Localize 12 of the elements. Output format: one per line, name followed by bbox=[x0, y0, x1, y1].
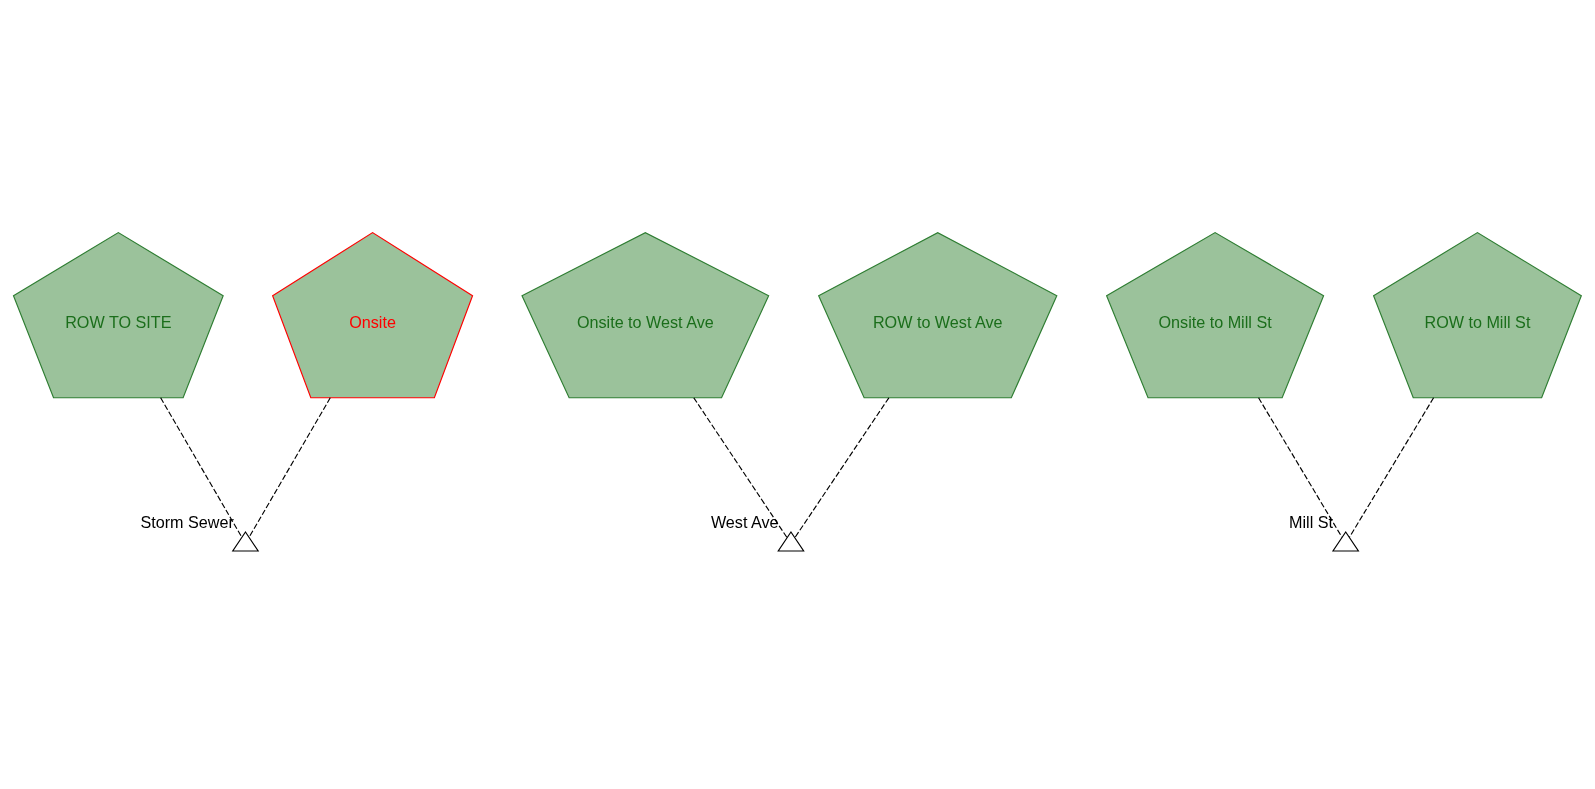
connector bbox=[248, 396, 331, 538]
node-label: West Ave bbox=[710, 512, 779, 531]
node-label: Storm Sewer bbox=[140, 512, 234, 531]
connector bbox=[693, 396, 788, 538]
connector bbox=[1348, 396, 1435, 538]
node-triangle bbox=[231, 530, 260, 552]
node-triangle bbox=[1331, 530, 1360, 552]
connector bbox=[1258, 396, 1343, 538]
connector bbox=[160, 396, 243, 538]
node-triangle bbox=[777, 530, 805, 552]
node-label: Mill St bbox=[1289, 512, 1334, 531]
connector bbox=[794, 396, 890, 538]
